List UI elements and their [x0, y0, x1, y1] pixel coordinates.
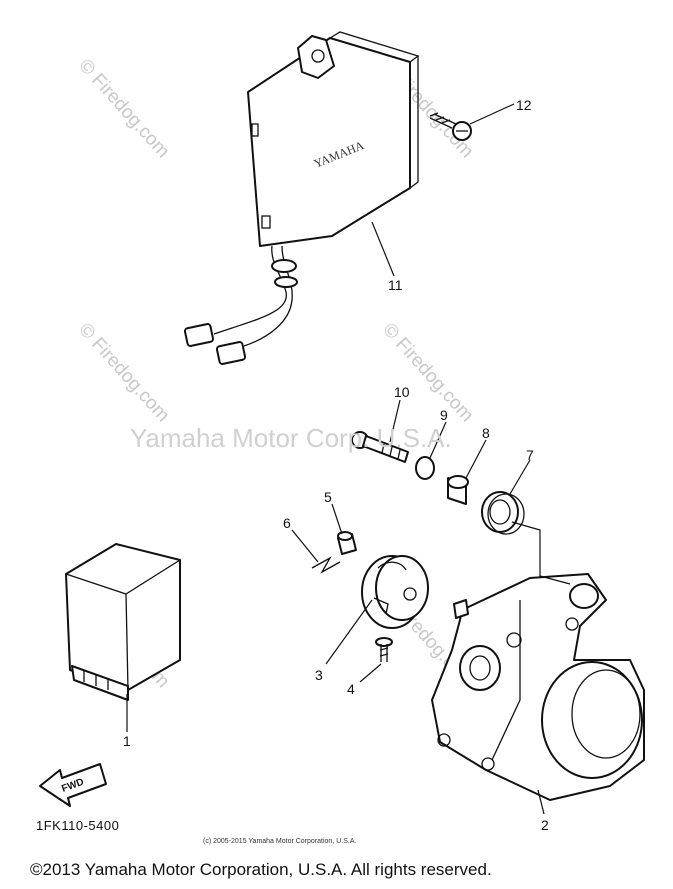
callout-11: 11	[388, 277, 403, 293]
callout-6: 6	[283, 515, 291, 531]
watermark-site: © Firedog.com	[74, 319, 173, 426]
callout-5: 5	[324, 489, 332, 505]
leader-6	[291, 529, 319, 563]
part-7-grommet	[481, 491, 525, 535]
part-12-screw	[429, 112, 472, 141]
alignment-line	[511, 521, 571, 585]
part-5-pin	[337, 531, 357, 555]
leader-5	[331, 503, 343, 535]
leader-3	[325, 599, 373, 665]
leader-12	[469, 103, 515, 125]
callout-9: 9	[440, 407, 448, 423]
copyright-notice: ©2013 Yamaha Motor Corporation, U.S.A. A…	[30, 860, 492, 879]
fwd-arrow-icon: FWD	[39, 763, 107, 807]
leader-2	[537, 789, 545, 815]
callout-10: 10	[394, 384, 410, 400]
part-9-washer	[415, 456, 435, 480]
watermark-main: Yamaha Motor Corp. U.S.A.	[130, 423, 452, 453]
callout-1: 1	[123, 733, 131, 749]
part-1-relay	[65, 543, 181, 701]
small-credit: (c) 2005-2015 Yamaha Motor Corporation, …	[203, 838, 357, 845]
callout-7: 7	[526, 447, 534, 463]
diagram-part-code: 1FK110-5400	[36, 818, 120, 833]
callout-8: 8	[482, 425, 490, 441]
part-10-bolt	[351, 431, 409, 463]
watermark-site: © Firedog.com	[74, 55, 173, 162]
callout-4: 4	[347, 681, 355, 697]
part-4-screw	[375, 637, 393, 662]
leader-4	[359, 663, 382, 683]
part-2-housing	[431, 573, 645, 801]
callout-12: 12	[516, 97, 532, 113]
callout-2: 2	[541, 817, 549, 833]
leader-9	[429, 421, 447, 459]
leader-11	[371, 221, 395, 277]
callout-3: 3	[315, 667, 323, 683]
part-11-cdi-unit: YAMAHA	[183, 31, 420, 365]
part-6-clip	[311, 556, 341, 574]
part-3-rotor	[361, 555, 429, 629]
watermark-site: © Firedog.com	[378, 319, 477, 426]
leader-8	[465, 439, 487, 479]
part-8-collar	[447, 475, 469, 505]
leader-10	[389, 399, 401, 443]
leader-7	[509, 459, 531, 495]
